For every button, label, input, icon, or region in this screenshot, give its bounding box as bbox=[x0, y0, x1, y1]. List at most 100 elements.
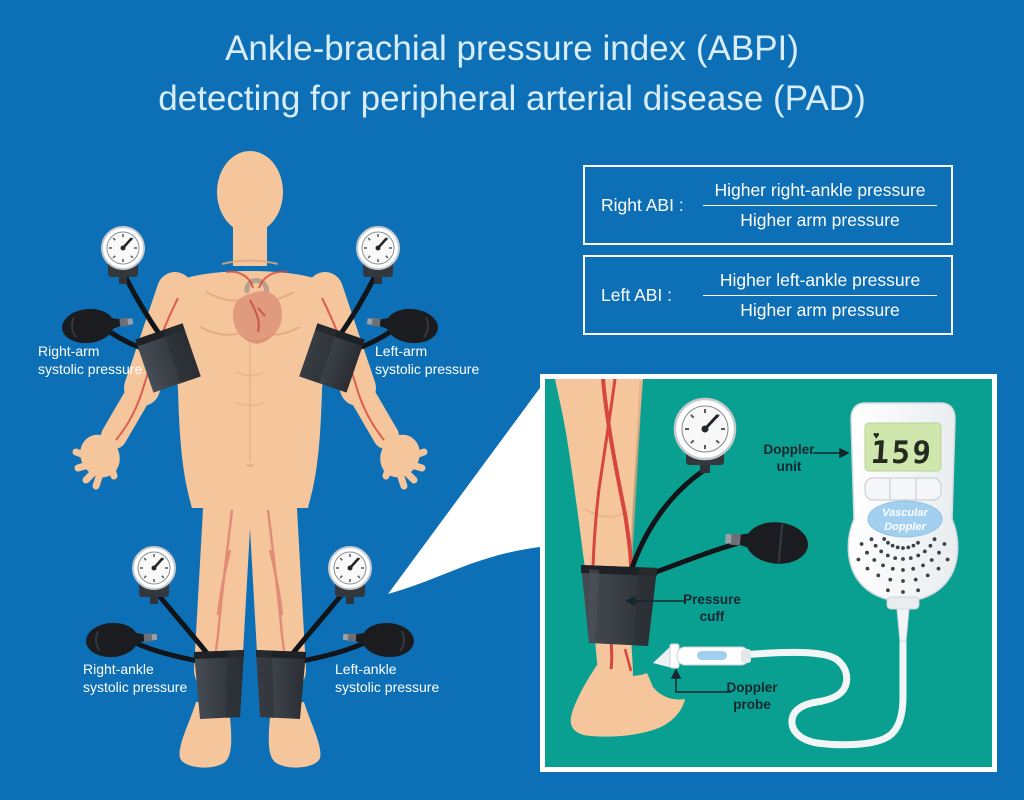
left-abi-denominator: Higher arm pressure bbox=[740, 299, 900, 320]
inset-leg bbox=[555, 379, 685, 737]
fraction-bar bbox=[703, 294, 937, 296]
inset-pressure-cuff bbox=[581, 565, 657, 646]
speaker-dot bbox=[922, 549, 927, 554]
speaker-dot bbox=[937, 550, 941, 555]
speaker-dot bbox=[901, 568, 905, 572]
speaker-dot bbox=[856, 557, 861, 562]
speaker-dot bbox=[859, 542, 864, 546]
page-title-line2: detecting for peripheral arterial diseas… bbox=[158, 78, 866, 118]
speaker-dot bbox=[888, 577, 893, 582]
speaker-dot bbox=[916, 540, 920, 545]
lcd-display bbox=[864, 422, 942, 472]
left-abi-formula-box: Left ABI : Higher left-ankle pressure Hi… bbox=[583, 255, 953, 335]
speaker-dot bbox=[893, 556, 898, 560]
inset-inflation-bulb bbox=[725, 522, 808, 564]
speaker-dot bbox=[886, 540, 890, 545]
right-ankle-bulb bbox=[86, 622, 158, 658]
speaker-dot bbox=[945, 557, 950, 562]
inset-pressure-gauge bbox=[673, 397, 737, 473]
arrowhead-up bbox=[670, 668, 682, 679]
right-arm-gauge bbox=[101, 226, 145, 284]
right-arm-bulb bbox=[62, 308, 134, 344]
inset-cuff-tubes bbox=[628, 468, 742, 580]
speaker-dot bbox=[911, 543, 916, 548]
speaker-dot bbox=[879, 549, 884, 554]
doppler-probe-label: Doppler probe bbox=[726, 680, 778, 712]
probe-window bbox=[697, 651, 727, 660]
right-abi-label: Right ABI : bbox=[601, 194, 684, 215]
speaker-dot bbox=[916, 553, 921, 558]
pressure-cuff-label: Pressure cuff bbox=[683, 592, 741, 624]
arrowhead-right bbox=[839, 447, 850, 459]
right-ankle-gauge bbox=[132, 546, 176, 604]
speaker-dot bbox=[929, 558, 934, 562]
speaker-dot bbox=[865, 550, 869, 555]
right-arm-cuff bbox=[135, 323, 201, 393]
speaker-dot bbox=[936, 566, 941, 571]
speaker-dot bbox=[901, 579, 905, 583]
fraction-bar bbox=[703, 204, 937, 206]
left-foot-of-viewer bbox=[179, 702, 232, 768]
device-buttons[interactable] bbox=[864, 477, 942, 501]
right-foot-of-viewer bbox=[268, 702, 321, 768]
speaker-dot bbox=[932, 537, 937, 542]
right-abi-numerator: Higher right-ankle pressure bbox=[714, 179, 926, 200]
speaker-dot bbox=[890, 543, 895, 548]
label-leader-lines bbox=[625, 447, 850, 693]
head bbox=[217, 151, 283, 233]
speaker-dot bbox=[901, 557, 905, 561]
speaker-dot bbox=[901, 590, 905, 594]
page-title-line1: Ankle-brachial pressure index (ABPI) bbox=[225, 29, 799, 68]
page-title: Ankle-brachial pressure index (ABPI) det… bbox=[0, 24, 1024, 123]
speaker-dot bbox=[921, 563, 925, 568]
speaker-dot bbox=[886, 588, 890, 593]
speaker-dot bbox=[890, 566, 895, 571]
doppler-probe bbox=[653, 643, 751, 669]
left-arm-gauge bbox=[356, 226, 400, 284]
speaker-dot bbox=[885, 553, 890, 558]
left-ankle-gauge bbox=[328, 546, 372, 604]
ankle-measurement-inset: ♥ 159 Vascular Doppler Doppler bbox=[540, 374, 997, 772]
speaker-dot bbox=[869, 537, 874, 542]
speaker-dot bbox=[873, 543, 878, 548]
speaker-dot bbox=[911, 566, 916, 571]
speaker-dot bbox=[916, 588, 920, 593]
speaker-dot bbox=[881, 563, 885, 568]
neck bbox=[233, 222, 267, 266]
left-abi-fraction: Higher left-ankle pressure Higher arm pr… bbox=[703, 270, 937, 321]
speaker-dot bbox=[928, 543, 933, 548]
left-arm-pressure-label: Left-arm systolic pressure bbox=[375, 343, 480, 378]
speaker-dot bbox=[906, 545, 911, 550]
left-arm-bulb bbox=[366, 308, 438, 344]
right-arm-pressure-label: Right-arm systolic pressure bbox=[38, 343, 143, 378]
speaker-dot bbox=[908, 556, 913, 560]
heart-icon: ♥ bbox=[873, 430, 880, 442]
left-ankle-bulb bbox=[342, 622, 414, 658]
left-ankle-cuff bbox=[256, 650, 306, 719]
speaker-dot bbox=[872, 558, 877, 562]
pressure-reading: 159 bbox=[870, 435, 934, 471]
cable-connector bbox=[896, 608, 910, 642]
speaker-dot bbox=[865, 566, 870, 571]
left-ankle-pressure-label: Left-ankle systolic pressure bbox=[335, 661, 440, 696]
brand-oval bbox=[867, 500, 943, 538]
speaker-dot bbox=[925, 573, 930, 578]
left-arm-cuff bbox=[299, 323, 365, 393]
right-abi-fraction: Higher right-ankle pressure Higher arm p… bbox=[703, 180, 937, 231]
left-abi-numerator: Higher left-ankle pressure bbox=[719, 269, 921, 290]
speaker-dot bbox=[876, 573, 881, 578]
brand-line1: Vascular bbox=[882, 507, 928, 519]
speaker-dot bbox=[942, 542, 947, 546]
right-ankle-pressure-label: Right-ankle systolic pressure bbox=[83, 661, 188, 696]
speaker-dot bbox=[882, 537, 887, 541]
doppler-unit-device: ♥ 159 Vascular Doppler bbox=[847, 402, 959, 642]
doppler-unit-label: Doppler unit bbox=[763, 442, 815, 474]
heart-illustration bbox=[232, 278, 283, 344]
body-diagram bbox=[62, 151, 438, 768]
speaker-dot bbox=[895, 545, 900, 550]
speaker-dot bbox=[901, 546, 905, 550]
left-abi-label: Left ABI : bbox=[601, 284, 673, 305]
arrowhead-left bbox=[625, 595, 636, 607]
speaker-dot bbox=[913, 577, 918, 582]
